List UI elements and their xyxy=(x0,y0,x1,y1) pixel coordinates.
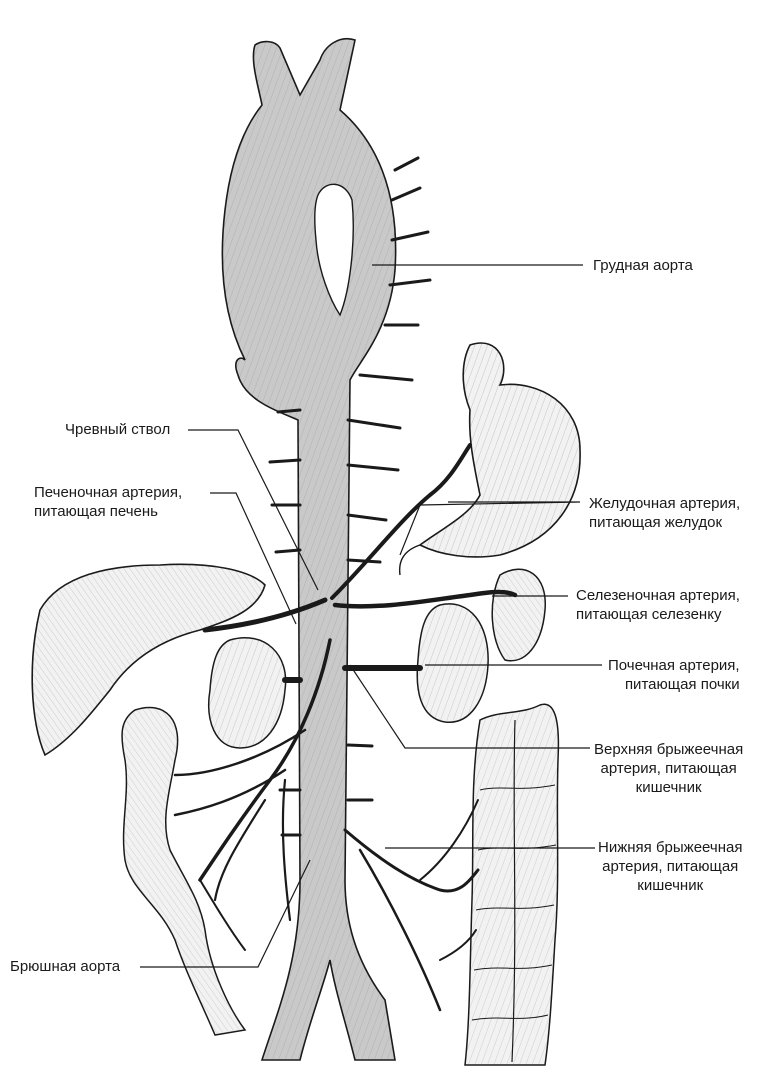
liver xyxy=(31,563,266,757)
right-kidney xyxy=(416,603,489,723)
label-renal-artery-line2: питающая почки xyxy=(624,676,740,693)
label-abdominal-aorta-text: Брюшная аорта xyxy=(10,958,121,975)
label-celiac-trunk: Чревный ствол xyxy=(65,420,170,439)
stomach xyxy=(398,342,581,576)
label-inferior-mesenteric-line1: Нижняя брыжеечная xyxy=(598,839,743,856)
leader-lines xyxy=(140,264,602,968)
label-superior-mesenteric-line3: кишечник xyxy=(635,779,702,796)
label-renal-artery: Почечная артерия, питающая почки xyxy=(608,656,740,694)
label-thoracic-aorta-text: Грудная аорта xyxy=(593,257,693,274)
label-splenic-artery: Селезеночная артерия, питающая селезенку xyxy=(576,586,740,624)
label-hepatic-artery: Печеночная артерия, питающая печень xyxy=(34,483,182,521)
ascending-colon xyxy=(121,706,247,1036)
label-inferior-mesenteric-line2: артерия, питающая xyxy=(602,858,739,875)
descending-colon xyxy=(464,703,560,1066)
label-abdominal-aorta: Брюшная аорта xyxy=(10,957,120,976)
label-inferior-mesenteric-line3: кишечник xyxy=(637,877,704,894)
label-superior-mesenteric-line1: Верхняя брыжеечная xyxy=(594,741,744,758)
label-gastric-artery: Желудочная артерия, питающая желудок xyxy=(589,494,740,532)
label-gastric-artery-line2: питающая желудок xyxy=(589,514,723,531)
label-superior-mesenteric-line2: артерия, питающая xyxy=(600,760,737,777)
label-hepatic-artery-line2: питающая печень xyxy=(34,503,158,520)
spleen xyxy=(491,568,546,662)
label-hepatic-artery-line1: Печеночная артерия, xyxy=(34,484,183,501)
label-celiac-trunk-text: Чревный ствол xyxy=(65,421,171,438)
label-thoracic-aorta: Грудная аорта xyxy=(593,256,693,275)
label-splenic-artery-line2: питающая селезенку xyxy=(576,606,722,623)
left-kidney xyxy=(208,637,287,749)
label-superior-mesenteric-artery: Верхняя брыжеечная артерия, питающая киш… xyxy=(594,740,743,797)
visceral-branches xyxy=(173,443,518,1012)
label-gastric-artery-line1: Желудочная артерия, xyxy=(589,495,741,512)
label-splenic-artery-line1: Селезеночная артерия, xyxy=(576,587,740,604)
label-renal-artery-line1: Почечная артерия, xyxy=(608,657,740,674)
label-inferior-mesenteric-artery: Нижняя брыжеечная артерия, питающая кише… xyxy=(598,838,742,895)
aorta xyxy=(221,38,397,1061)
